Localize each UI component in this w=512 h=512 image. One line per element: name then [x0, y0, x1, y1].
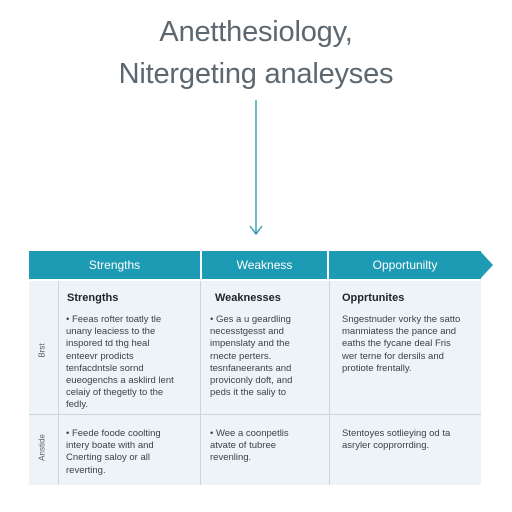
row-label: Anstide [37, 434, 47, 461]
column-heading-weaknesses: Weaknesses [215, 292, 281, 304]
column-heading-opportunities: Opprtunites [342, 292, 405, 304]
table-divider [29, 414, 481, 415]
cell-strengths-row-1: • Feeas rofter toatly tle unany leaciess… [66, 314, 174, 411]
table-divider [58, 281, 59, 485]
diagram-title-line-1: Anetthesiology, [159, 16, 353, 48]
down-arrow-icon [249, 100, 263, 236]
header-strengths: Strengths [29, 251, 200, 279]
cell-strengths-row-2: • Feede foode coolting intery boate with… [66, 428, 161, 476]
table-divider [200, 281, 201, 485]
column-heading-strengths: Strengths [67, 292, 119, 304]
cell-opportunity-row-2: Stentoyes sotlieying od ta asryler coppr… [342, 428, 451, 452]
header-opportunity: Opportunilty [329, 251, 481, 279]
table-divider [329, 281, 330, 485]
cell-weakness-row-1: • Ges a u geardling necesstgesst and imp… [210, 314, 293, 399]
diagram-title-line-2: Nitergeting analeyses [118, 58, 394, 90]
row-label: Brst [37, 343, 47, 358]
cell-weakness-row-2: • Wee a coonpetlis atvate of tubree reve… [210, 428, 289, 464]
header-arrow-tip-icon [480, 251, 493, 279]
header-weakness: Weakness [202, 251, 327, 279]
swot-table [29, 281, 481, 485]
cell-opportunity-row-1: Sngestnuder vorky the satto manmiatess t… [342, 314, 461, 374]
